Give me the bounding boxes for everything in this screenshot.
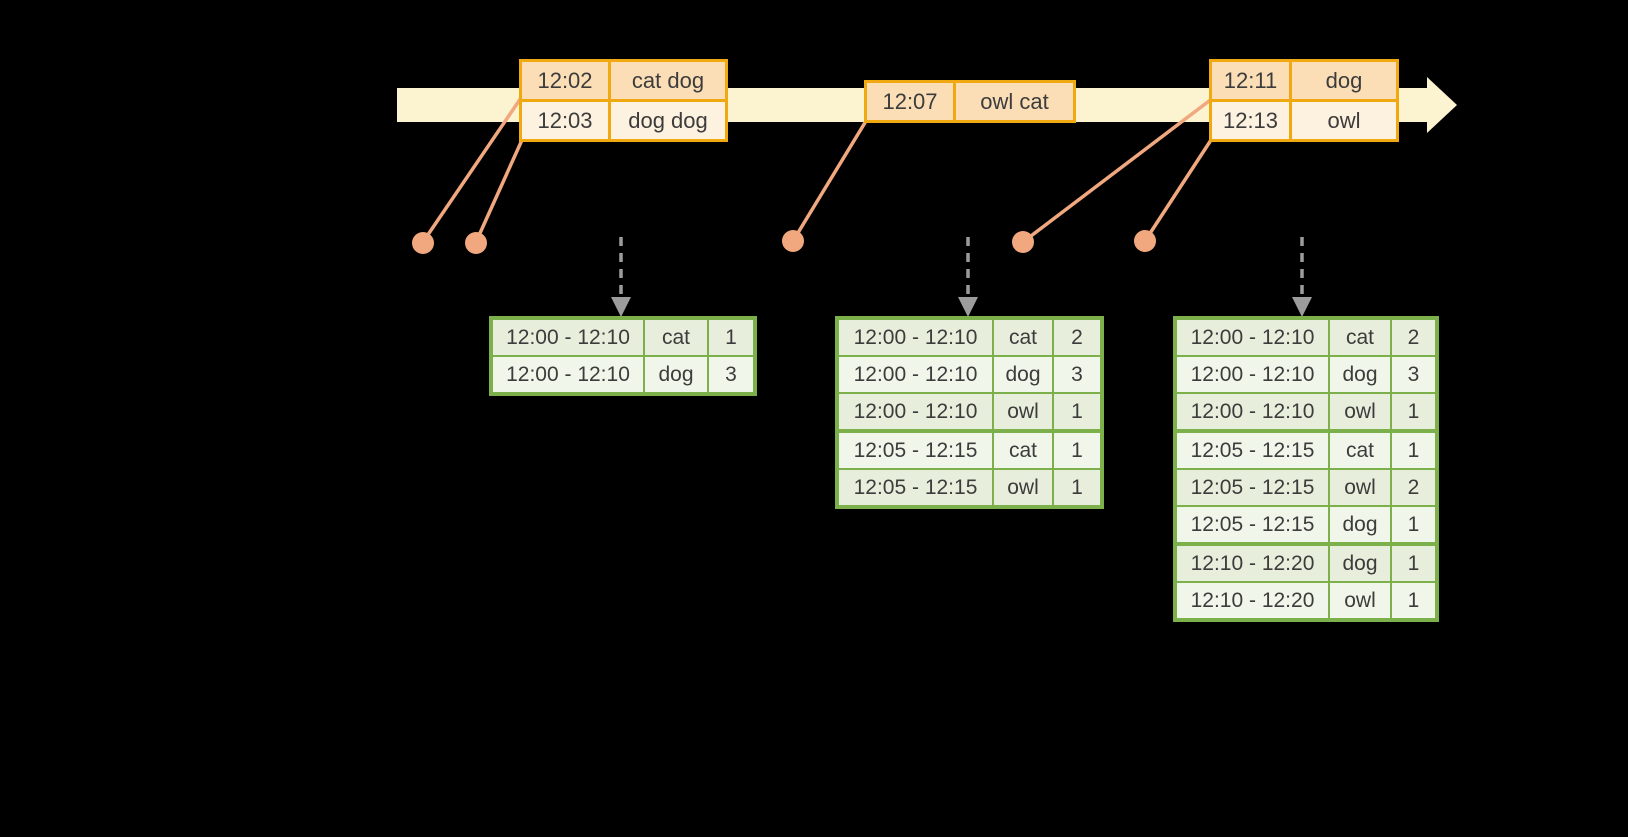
connector-line (791, 120, 868, 242)
word-cell: cat (1330, 320, 1390, 355)
connector-line (1143, 139, 1213, 242)
timeline-arrow-icon (1427, 77, 1457, 133)
event-dots (412, 230, 1156, 254)
window-cell: 12:00 - 12:10 (1177, 320, 1328, 355)
word-cell: dog (645, 357, 707, 392)
count-cell: 1 (1392, 546, 1435, 581)
word-cell: owl (994, 394, 1052, 429)
count-cell: 1 (1392, 433, 1435, 468)
count-cell: 1 (709, 320, 753, 355)
count-cell: 2 (1054, 320, 1100, 355)
word-cell: cat (994, 433, 1052, 468)
window-cell: 12:05 - 12:15 (839, 433, 992, 468)
window-cell: 12:00 - 12:10 (839, 320, 992, 355)
event-words-cell: owl (1292, 102, 1396, 139)
event-dot (1012, 231, 1034, 253)
count-cell: 2 (1392, 470, 1435, 505)
count-cell: 2 (1392, 320, 1435, 355)
word-cell: cat (645, 320, 707, 355)
window-cell: 12:00 - 12:10 (493, 357, 643, 392)
window-cell: 12:00 - 12:10 (839, 394, 992, 429)
count-cell: 1 (1054, 470, 1100, 505)
word-cell: owl (1330, 470, 1390, 505)
trigger-arrow-heads (611, 297, 1312, 317)
window-cell: 12:00 - 12:10 (1177, 394, 1328, 429)
window-cell: 12:00 - 12:10 (493, 320, 643, 355)
word-cell: cat (994, 320, 1052, 355)
event-words-cell: cat dog (611, 62, 725, 99)
connector-line (474, 139, 524, 243)
word-cell: owl (1330, 583, 1390, 618)
event-dot (1134, 230, 1156, 252)
window-cell: 12:05 - 12:15 (1177, 507, 1328, 542)
window-cell: 12:10 - 12:20 (1177, 546, 1328, 581)
window-cell: 12:05 - 12:15 (1177, 433, 1328, 468)
trigger-arrow-icon (958, 297, 978, 317)
word-cell: cat (1330, 433, 1390, 468)
trigger-arrow-shafts (619, 237, 1304, 299)
word-cell: owl (994, 470, 1052, 505)
word-cell: dog (1330, 507, 1390, 542)
count-cell: 3 (709, 357, 753, 392)
count-cell: 1 (1392, 507, 1435, 542)
window-cell: 12:05 - 12:15 (839, 470, 992, 505)
event-dot (412, 232, 434, 254)
event-words-cell: owl cat (956, 83, 1073, 120)
count-cell: 1 (1054, 433, 1100, 468)
event-time-cell: 12:03 (522, 102, 608, 139)
event-words-cell: dog dog (611, 102, 725, 139)
count-cell: 1 (1392, 394, 1435, 429)
event-dot (465, 232, 487, 254)
count-cell: 1 (1392, 583, 1435, 618)
word-cell: owl (1330, 394, 1390, 429)
event-dot (782, 230, 804, 252)
window-cell: 12:00 - 12:10 (839, 357, 992, 392)
window-cell: 12:00 - 12:10 (1177, 357, 1328, 392)
count-cell: 1 (1054, 394, 1100, 429)
window-cell: 12:05 - 12:15 (1177, 470, 1328, 505)
word-cell: dog (1330, 546, 1390, 581)
event-time-cell: 12:02 (522, 62, 608, 99)
word-cell: dog (994, 357, 1052, 392)
trigger-arrow-icon (611, 297, 631, 317)
event-time-cell: 12:13 (1212, 102, 1289, 139)
word-cell: dog (1330, 357, 1390, 392)
event-time-cell: 12:11 (1212, 62, 1289, 99)
window-cell: 12:10 - 12:20 (1177, 583, 1328, 618)
count-cell: 3 (1392, 357, 1435, 392)
trigger-arrow-icon (1292, 297, 1312, 317)
event-words-cell: dog (1292, 62, 1396, 99)
event-time-cell: 12:07 (867, 83, 953, 120)
count-cell: 3 (1054, 357, 1100, 392)
